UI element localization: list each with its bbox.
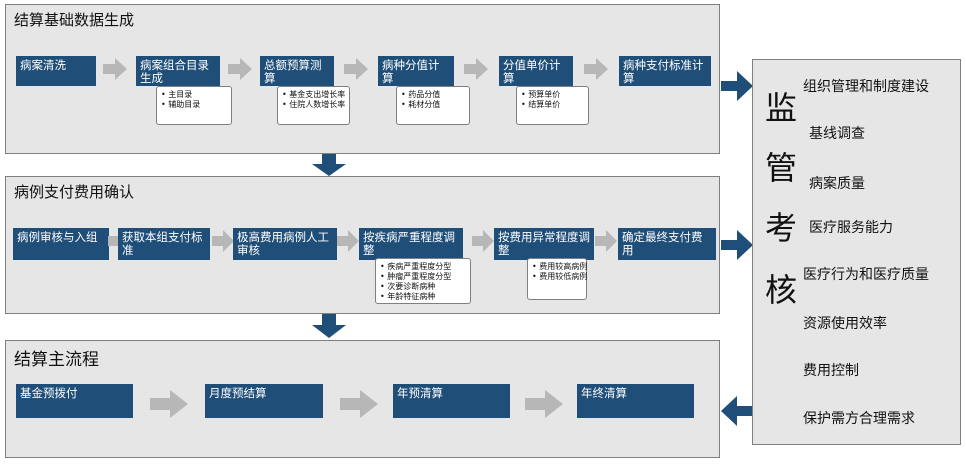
supervision-item: 病案质量 — [809, 176, 865, 192]
step-group-catalog-notes: • 主目录 • 辅助目录 — [156, 86, 232, 125]
step-year-end-clearing: 年终清算 — [577, 384, 694, 418]
chevron-arrow-icon — [103, 58, 127, 80]
note-item: • 主目录 — [161, 90, 193, 99]
step-case-review: 病例审核与入组 — [13, 228, 109, 260]
supervision-item: 组织管理和制度建设 — [803, 79, 929, 95]
note-item: • 住院人数增长率 — [282, 100, 346, 109]
supervision-item: 医疗服务能力 — [809, 220, 893, 236]
step-severity-adjust-notes: • 疾病严重程度分型 • 肿瘤严重程度分型 • 次要诊断病种 • 年龄特征病种 — [375, 258, 471, 304]
step-budget-estimate-notes: • 基金支出增长率 • 住院人数增长率 — [277, 86, 350, 125]
note-item: • 耗材分值 — [401, 100, 441, 109]
chevron-arrow-icon — [584, 58, 608, 80]
note-item: • 药品分值 — [401, 90, 441, 99]
step-cost-abnormal-adjust-notes: • 费用较高病例 • 费用较低病例 — [527, 258, 587, 300]
chevron-arrow-icon — [464, 58, 488, 80]
supervision-item: 费用控制 — [803, 363, 859, 379]
section-title: 病例支付费用确认 — [14, 183, 135, 201]
step-final-payment: 确定最终支付费用 — [618, 228, 716, 260]
supervision-item: 基线调查 — [809, 126, 865, 142]
note-item: • 疾病严重程度分型 — [380, 262, 452, 271]
step-disease-score-notes: • 药品分值 • 耗材分值 — [396, 86, 470, 125]
note-item: • 预算单价 — [521, 90, 561, 99]
right-arrow-icon — [721, 71, 753, 101]
chevron-arrow-icon — [337, 230, 359, 252]
chevron-arrow-icon — [344, 58, 368, 80]
note-item: • 费用较高病例 — [532, 262, 588, 271]
note-item: • 年龄特征病种 — [380, 292, 436, 301]
chevron-arrow-icon — [228, 58, 252, 80]
supervision-item: 保护需方合理需求 — [803, 411, 915, 427]
supervision-item: 医疗行为和医疗质量 — [803, 267, 929, 283]
chevron-arrow-icon — [340, 390, 378, 418]
note-item: • 次要诊断病种 — [380, 282, 436, 291]
left-arrow-icon — [721, 396, 753, 426]
step-unit-price: 分值单价计算 — [499, 56, 573, 86]
supervision-title-char: 核 — [765, 271, 798, 309]
section-basic-data: 结算基础数据生成 — [5, 4, 720, 154]
chevron-arrow-icon — [212, 230, 234, 252]
chevron-arrow-icon — [472, 230, 494, 252]
note-item: • 结算单价 — [521, 100, 561, 109]
right-arrow-icon — [721, 230, 753, 260]
down-arrow-icon — [312, 314, 346, 338]
chevron-arrow-icon — [595, 230, 617, 252]
supervision-item: 资源使用效率 — [803, 316, 887, 332]
step-group-standard: 获取本组支付标准 — [118, 228, 210, 260]
supervision-title-char: 监 — [765, 89, 798, 127]
note-item: • 辅助目录 — [161, 100, 201, 109]
chevron-arrow-icon — [150, 390, 188, 418]
step-unit-price-notes: • 预算单价 • 结算单价 — [516, 86, 589, 125]
step-monthly-settlement: 月度预结算 — [205, 384, 323, 418]
step-cost-abnormal-adjust: 按费用异常程度调整 — [494, 228, 594, 260]
step-annual-pre-clearing: 年预清算 — [393, 384, 510, 418]
step-case-cleaning: 病案清洗 — [16, 56, 96, 86]
supervision-title-char: 考 — [765, 209, 798, 247]
supervision-title-char: 管 — [765, 149, 798, 187]
note-item: • 基金支出增长率 — [282, 90, 346, 99]
section-title: 结算基础数据生成 — [14, 11, 135, 29]
step-payment-standard: 病种支付标准计算 — [619, 56, 711, 86]
step-disease-score: 病种分值计算 — [378, 56, 454, 86]
chevron-arrow-icon — [525, 390, 563, 418]
step-severity-adjust: 按疾病严重程度调整 — [359, 228, 463, 260]
step-fund-prepayment: 基金预拨付 — [16, 384, 133, 418]
note-item: • 肿瘤严重程度分型 — [380, 272, 452, 281]
note-item: • 费用较低病例 — [532, 272, 588, 281]
supervision-panel: 监 管 考 核 组织管理和制度建设 基线调查 病案质量 医疗服务能力 医疗行为和… — [752, 59, 961, 445]
section-title: 结算主流程 — [14, 350, 99, 370]
step-high-cost-review: 极高费用病例人工审核 — [233, 228, 337, 260]
step-budget-estimate: 总额预算测算 — [260, 56, 334, 86]
down-arrow-icon — [312, 154, 346, 176]
step-group-catalog: 病案组合目录生成 — [136, 56, 220, 86]
